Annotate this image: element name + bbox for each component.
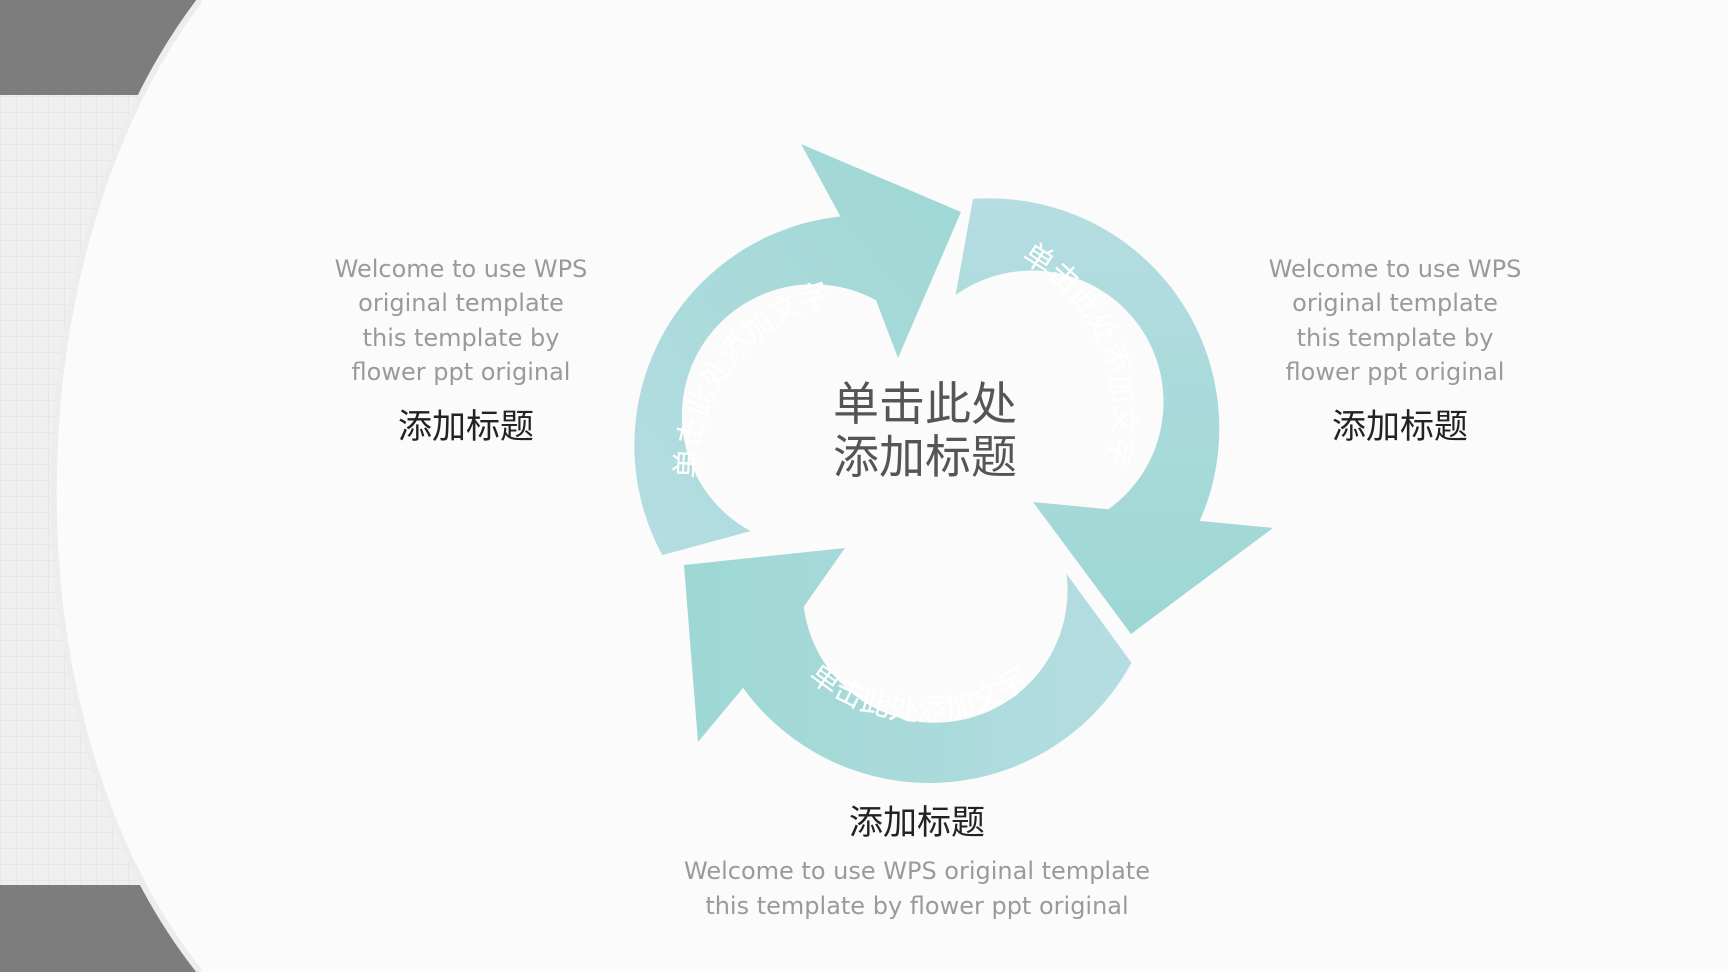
right-title[interactable]: 添加标题: [1332, 407, 1468, 447]
cycle-arrow-right[interactable]: [955, 198, 1273, 634]
left-title[interactable]: 添加标题: [398, 407, 534, 447]
right-text-line-4: flower ppt original: [1285, 358, 1505, 386]
left-text-line-3: this template by: [362, 324, 560, 352]
right-text-line-3: this template by: [1296, 324, 1494, 352]
center-title[interactable]: 单击此处添加标题: [833, 377, 1017, 484]
cycle-arrow-bottom[interactable]: [684, 548, 1132, 783]
bottom-text-line-1: Welcome to use WPS original template: [684, 857, 1150, 885]
cycle-arrow-left[interactable]: [634, 144, 961, 556]
right-text-line-1: Welcome to use WPS: [1268, 255, 1522, 283]
bottom-text-line-2: this template by flower ppt original: [705, 892, 1129, 920]
left-text-line-4: flower ppt original: [351, 358, 571, 386]
left-text-line-2: original template: [358, 289, 564, 317]
left-text-line-1: Welcome to use WPS: [334, 255, 588, 283]
background-white-curve: [53, 0, 1728, 972]
bottom-title[interactable]: 添加标题: [849, 803, 985, 843]
background-curve-inner-shade: [50, 0, 203, 972]
right-text-line-2: original template: [1292, 289, 1498, 317]
